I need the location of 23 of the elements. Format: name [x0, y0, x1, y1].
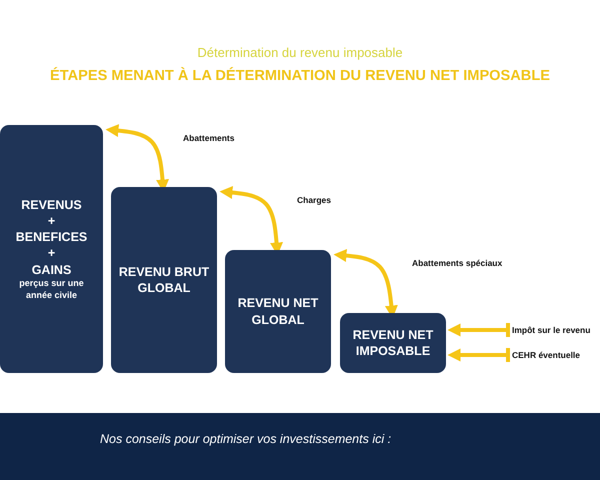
subtitle: Détermination du revenu imposable [196, 45, 404, 60]
box-label: REVENU NET IMPOSABLE [352, 326, 434, 360]
deduction-text: CEHR éventuelle [512, 350, 580, 360]
edge-label: Abattements spéciaux [412, 258, 502, 270]
edge-label: Abattements [183, 133, 234, 144]
box-label: + [48, 245, 56, 262]
box-note: perçus sur une année civile [18, 278, 85, 302]
footer-text: Nos conseils pour optimiser vos investissements ici : [100, 432, 392, 446]
step-box [111, 187, 217, 373]
deduction-text: Impôt sur le revenu [512, 325, 590, 335]
step-box [225, 250, 331, 373]
box-label: BENEFICES [16, 229, 88, 246]
box-label: REVENU NET GLOBAL [236, 295, 320, 328]
step-box [340, 313, 446, 373]
arrow [448, 348, 510, 362]
edge-label: Charges [297, 195, 332, 206]
title: ÉTAPES MENANT À LA DÉTERMINATION DU REVENU NET IMPOSABLE [49, 68, 551, 84]
step-box [0, 125, 103, 373]
box-label: REVENU BRUT GLOBAL [118, 264, 210, 296]
arrow [448, 323, 510, 337]
box-label: REVENUS [21, 196, 82, 213]
box-label: GAINS [32, 262, 72, 278]
box-label: + [48, 212, 56, 230]
